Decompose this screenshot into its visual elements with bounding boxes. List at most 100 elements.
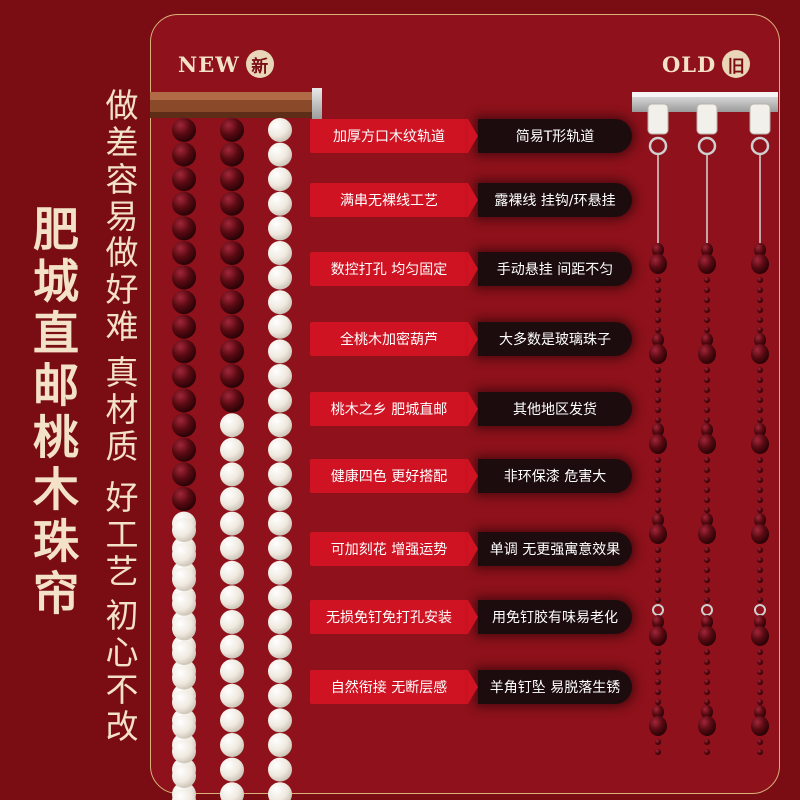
gourd-bead — [751, 513, 769, 544]
old-feature-cell: 单调 无更强寓意效果 — [478, 532, 632, 566]
gourd-bead — [698, 243, 716, 274]
bead — [757, 457, 763, 463]
bead — [172, 542, 196, 567]
gourd-bead — [698, 615, 716, 646]
old-feature-cell: 简易T形轨道 — [478, 119, 632, 153]
gourd-bead — [751, 705, 769, 736]
old-bead-strands — [647, 103, 771, 755]
bead — [220, 585, 244, 610]
bead — [172, 191, 196, 216]
old-feature-cell: 大多数是玻璃珠子 — [478, 322, 632, 356]
gourd-bead — [649, 513, 667, 544]
bead — [704, 317, 710, 323]
bead — [268, 216, 292, 241]
bead — [172, 567, 196, 592]
new-feature-cell: 全桃木加密葫芦 — [310, 322, 468, 356]
bead — [704, 387, 710, 393]
bead — [655, 397, 661, 403]
bead — [268, 634, 292, 659]
bead — [220, 413, 244, 438]
bead — [757, 669, 763, 675]
bead — [268, 683, 292, 708]
bead — [655, 317, 661, 323]
main-vertical-title: 肥城直邮桃木珠帘 — [26, 205, 80, 621]
bead — [220, 388, 244, 413]
bead — [655, 577, 661, 583]
slogan-col-4: 好工艺 — [100, 480, 139, 591]
gourd-bead — [649, 423, 667, 454]
bead — [172, 339, 196, 364]
bead — [268, 339, 292, 364]
slogan-col-3: 真材质 — [100, 355, 139, 466]
row-arrow — [468, 119, 478, 153]
bead — [757, 699, 763, 705]
bead — [757, 567, 763, 573]
new-feature-cell: 可加刻花 增强运势 — [310, 532, 468, 566]
gourd-bead — [751, 615, 769, 646]
bead — [704, 477, 710, 483]
bead — [655, 277, 661, 283]
bead — [704, 397, 710, 403]
bead — [655, 699, 661, 705]
bead — [268, 437, 292, 462]
bead — [268, 487, 292, 511]
bead — [172, 216, 196, 241]
bead — [268, 733, 292, 757]
bead — [268, 585, 292, 610]
comparison-row: 数控打孔 均匀固定手动悬挂 间距不匀 — [310, 252, 632, 286]
bead — [655, 597, 661, 603]
bead — [268, 708, 292, 733]
gourd-bead — [649, 243, 667, 274]
bead — [220, 511, 244, 536]
bead — [757, 587, 763, 593]
bead — [757, 287, 763, 293]
gourd-bead — [698, 333, 716, 364]
bead — [757, 497, 763, 503]
bead — [655, 689, 661, 695]
bead — [757, 557, 763, 563]
bead — [704, 377, 710, 383]
bead — [757, 327, 763, 333]
bead — [172, 118, 196, 142]
bead — [172, 788, 196, 800]
bead — [172, 591, 196, 616]
bead — [704, 699, 710, 705]
bead — [220, 339, 244, 364]
bead — [268, 560, 292, 585]
bead — [655, 407, 661, 413]
bead — [757, 739, 763, 745]
bead — [220, 560, 244, 585]
bead — [220, 118, 244, 142]
t-track — [632, 92, 778, 112]
bead — [655, 557, 661, 563]
bead — [704, 659, 710, 665]
bead — [757, 417, 763, 423]
bead — [704, 297, 710, 303]
bead — [172, 241, 196, 265]
bead — [172, 764, 196, 788]
bead — [655, 679, 661, 685]
bead — [172, 714, 196, 739]
bead — [757, 577, 763, 583]
comparison-row: 满串无裸线工艺露裸线 挂钩/环悬挂 — [310, 183, 632, 217]
bead — [655, 669, 661, 675]
old-feature-cell: 羊角钉坠 易脱落生锈 — [478, 670, 632, 704]
bead — [172, 167, 196, 192]
bead — [172, 462, 196, 487]
bead — [220, 314, 244, 339]
bead — [220, 142, 244, 167]
bead — [704, 567, 710, 573]
bead — [172, 641, 196, 665]
bead — [704, 467, 710, 473]
gourd-bead — [751, 333, 769, 364]
bead — [655, 649, 661, 655]
new-label-text: NEW — [178, 51, 240, 77]
bead — [268, 782, 292, 800]
new-feature-cell: 加厚方口木纹轨道 — [310, 119, 468, 153]
bead — [757, 477, 763, 483]
ring-icon — [652, 604, 664, 616]
bead — [268, 536, 292, 561]
bead — [655, 487, 661, 493]
bead — [268, 290, 292, 315]
